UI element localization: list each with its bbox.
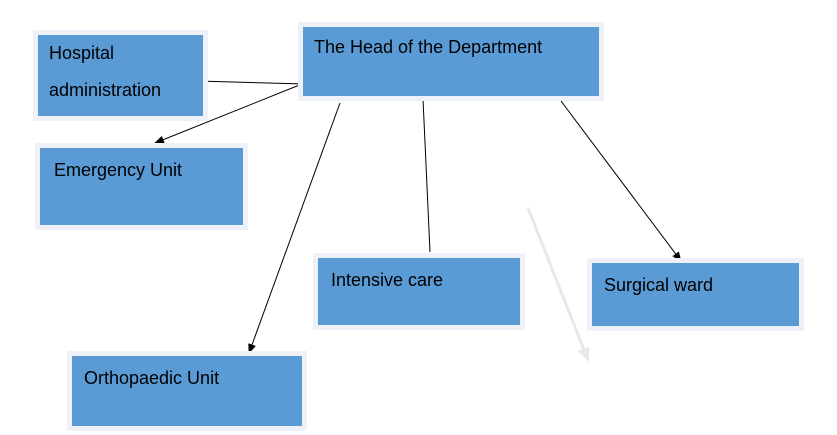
head-of-department-box: The Head of the Department: [298, 22, 604, 101]
orthopaedic-unit-box: Orthopaedic Unit: [67, 351, 307, 431]
emergency-unit-box: Emergency Unit: [35, 143, 248, 230]
head-of-department-label: The Head of the Department: [314, 37, 543, 57]
surgical-ward-box: Surgical ward: [587, 258, 804, 331]
edge-head-to-emergency: [154, 83, 303, 144]
edge-head-to-orthopaedic: [248, 102, 341, 354]
orthopaedic-unit-label: Orthopaedic Unit: [84, 368, 220, 388]
ghost-arrow: [526, 207, 590, 362]
hospital-administration-label-line1: Hospital: [49, 43, 115, 63]
hospital-administration-box: Hospital administration: [33, 30, 208, 121]
intensive-care-box: Intensive care: [313, 253, 525, 330]
emergency-unit-label: Emergency Unit: [54, 160, 183, 180]
intensive-care-label: Intensive care: [331, 270, 444, 290]
edge-head-to-surgical: [560, 100, 682, 262]
surgical-ward-label: Surgical ward: [604, 275, 714, 295]
hospital-administration-label-line2: administration: [49, 80, 162, 100]
edge-head-to-hospital-admin: [196, 77, 306, 86]
edge-head-to-intensive: [422, 98, 431, 253]
